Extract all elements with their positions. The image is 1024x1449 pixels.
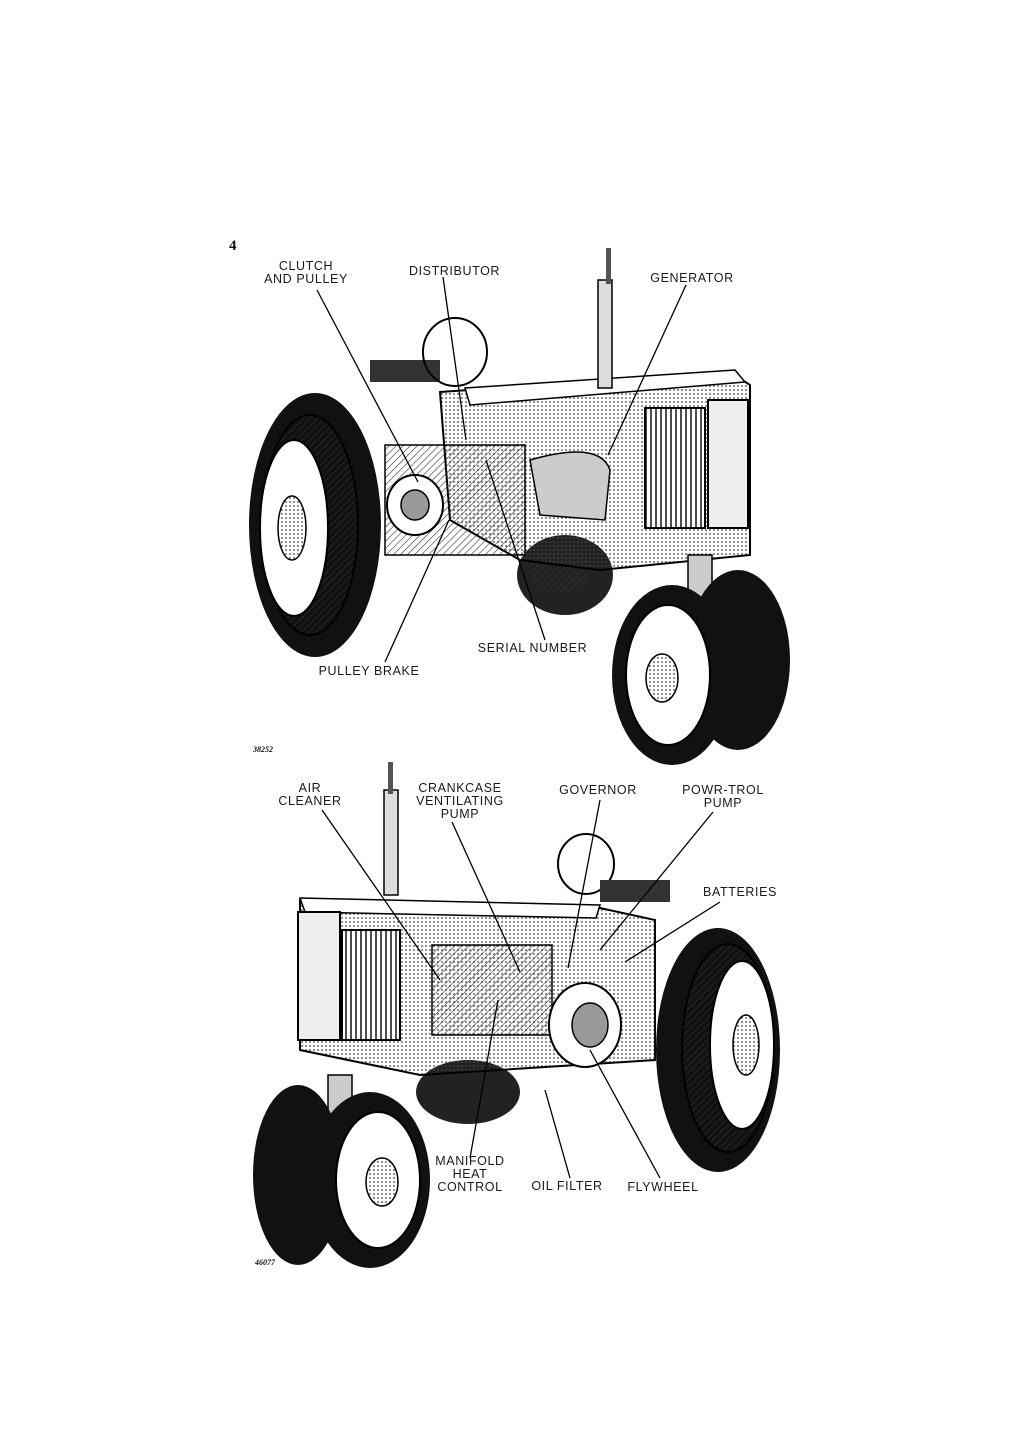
rear-wheel-1 <box>249 393 381 657</box>
label-pulley-brake: PULLEY BRAKE <box>318 664 420 678</box>
tractor-figure-1 <box>249 248 790 765</box>
tractor-figure-2 <box>253 762 780 1268</box>
front-wheels-2 <box>253 1085 430 1268</box>
figure-number-2: 46077 <box>255 1258 275 1267</box>
label-generator: GENERATOR <box>650 271 734 285</box>
front-wheels-1 <box>612 570 790 765</box>
label-manifold-heat-control: MANIFOLD HEAT CONTROL <box>435 1154 505 1194</box>
label-flywheel: FLYWHEEL <box>627 1180 699 1194</box>
label-distributor: DISTRIBUTOR <box>408 264 501 278</box>
label-air-cleaner: AIR CLEANER <box>278 781 342 808</box>
page-number: 4 <box>229 238 237 254</box>
leader-lines-1 <box>316 276 687 663</box>
label-oil-filter: OIL FILTER <box>531 1179 603 1193</box>
label-clutch-and-pulley: CLUTCH AND PULLEY <box>264 259 348 286</box>
rear-wheel-2 <box>656 928 780 1172</box>
label-crankcase-ventilating-pump: CRANKCASE VENTILATING PUMP <box>416 781 504 821</box>
figure-number-1: 38252 <box>253 745 273 754</box>
label-powr-trol-pump: POWR-TROL PUMP <box>682 783 764 810</box>
label-serial-number: SERIAL NUMBER <box>477 641 588 655</box>
label-batteries: BATTERIES <box>703 885 777 899</box>
leader-lines-2 <box>321 799 721 1179</box>
label-governor: GOVERNOR <box>559 783 637 797</box>
